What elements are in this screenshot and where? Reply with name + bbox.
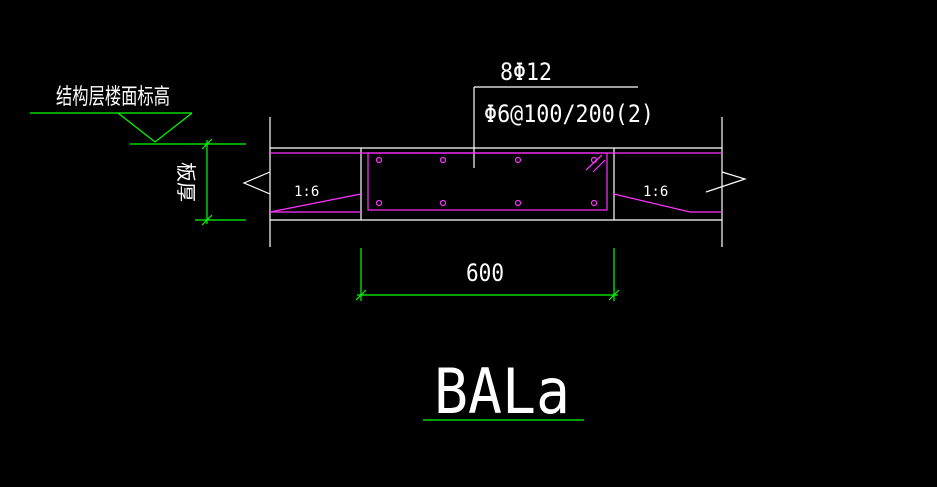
longitudinal-bars <box>375 156 598 207</box>
section-title: BALa <box>434 355 570 428</box>
slab-thickness-label: 板厚 <box>174 162 198 202</box>
rebar-leader <box>473 86 638 168</box>
rebar-dot-bottom-2 <box>439 199 447 207</box>
rebar-dot-top-2 <box>439 156 447 164</box>
rebar-dot-bottom-3 <box>514 199 522 207</box>
stirrup <box>367 152 608 211</box>
slab-outline <box>242 117 747 247</box>
width-dimension-label: 600 <box>466 259 504 287</box>
elevation-label: 结构层楼面标高 <box>56 85 170 110</box>
slope-left-label: 1:6 <box>294 184 319 200</box>
width-dimension <box>355 248 620 301</box>
rebar-dot-bottom-4 <box>590 199 598 207</box>
rebar-dot-bottom-1 <box>375 199 383 207</box>
slope-right-label: 1:6 <box>643 184 668 200</box>
rebar-stirrup-label: Φ6@100/200(2) <box>484 100 654 128</box>
rebar-dot-top-4 <box>590 156 598 164</box>
rebar-dot-top-3 <box>514 156 522 164</box>
elevation-marker <box>30 112 246 226</box>
rebar-dot-top-1 <box>375 156 383 164</box>
haunch-slopes <box>269 152 722 213</box>
rebar-longitudinal-label: 8Φ12 <box>500 58 552 86</box>
